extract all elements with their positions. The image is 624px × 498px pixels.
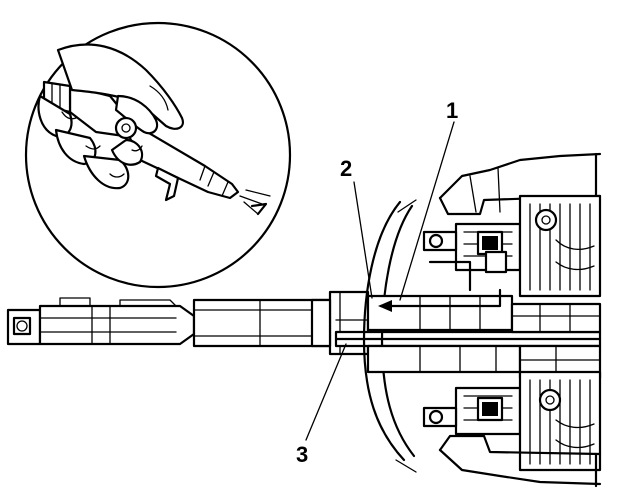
callout-1-leader xyxy=(399,121,455,301)
callout-1-label: 1 xyxy=(446,98,458,123)
callout-3-leader xyxy=(305,343,347,441)
inset-circle xyxy=(24,21,292,289)
callout-2-label: 2 xyxy=(340,156,352,181)
callout-1: 1 xyxy=(399,98,458,301)
callout-3-label: 3 xyxy=(296,442,308,467)
detail-inset xyxy=(24,21,292,289)
hand-icon xyxy=(37,43,184,190)
callout-3: 3 xyxy=(296,343,347,467)
clutch-assembly xyxy=(362,152,602,488)
input-shaft xyxy=(6,290,602,356)
air-nozzle-icon xyxy=(42,80,271,216)
callout-2: 2 xyxy=(340,156,373,299)
callout-2-leader xyxy=(353,181,373,299)
